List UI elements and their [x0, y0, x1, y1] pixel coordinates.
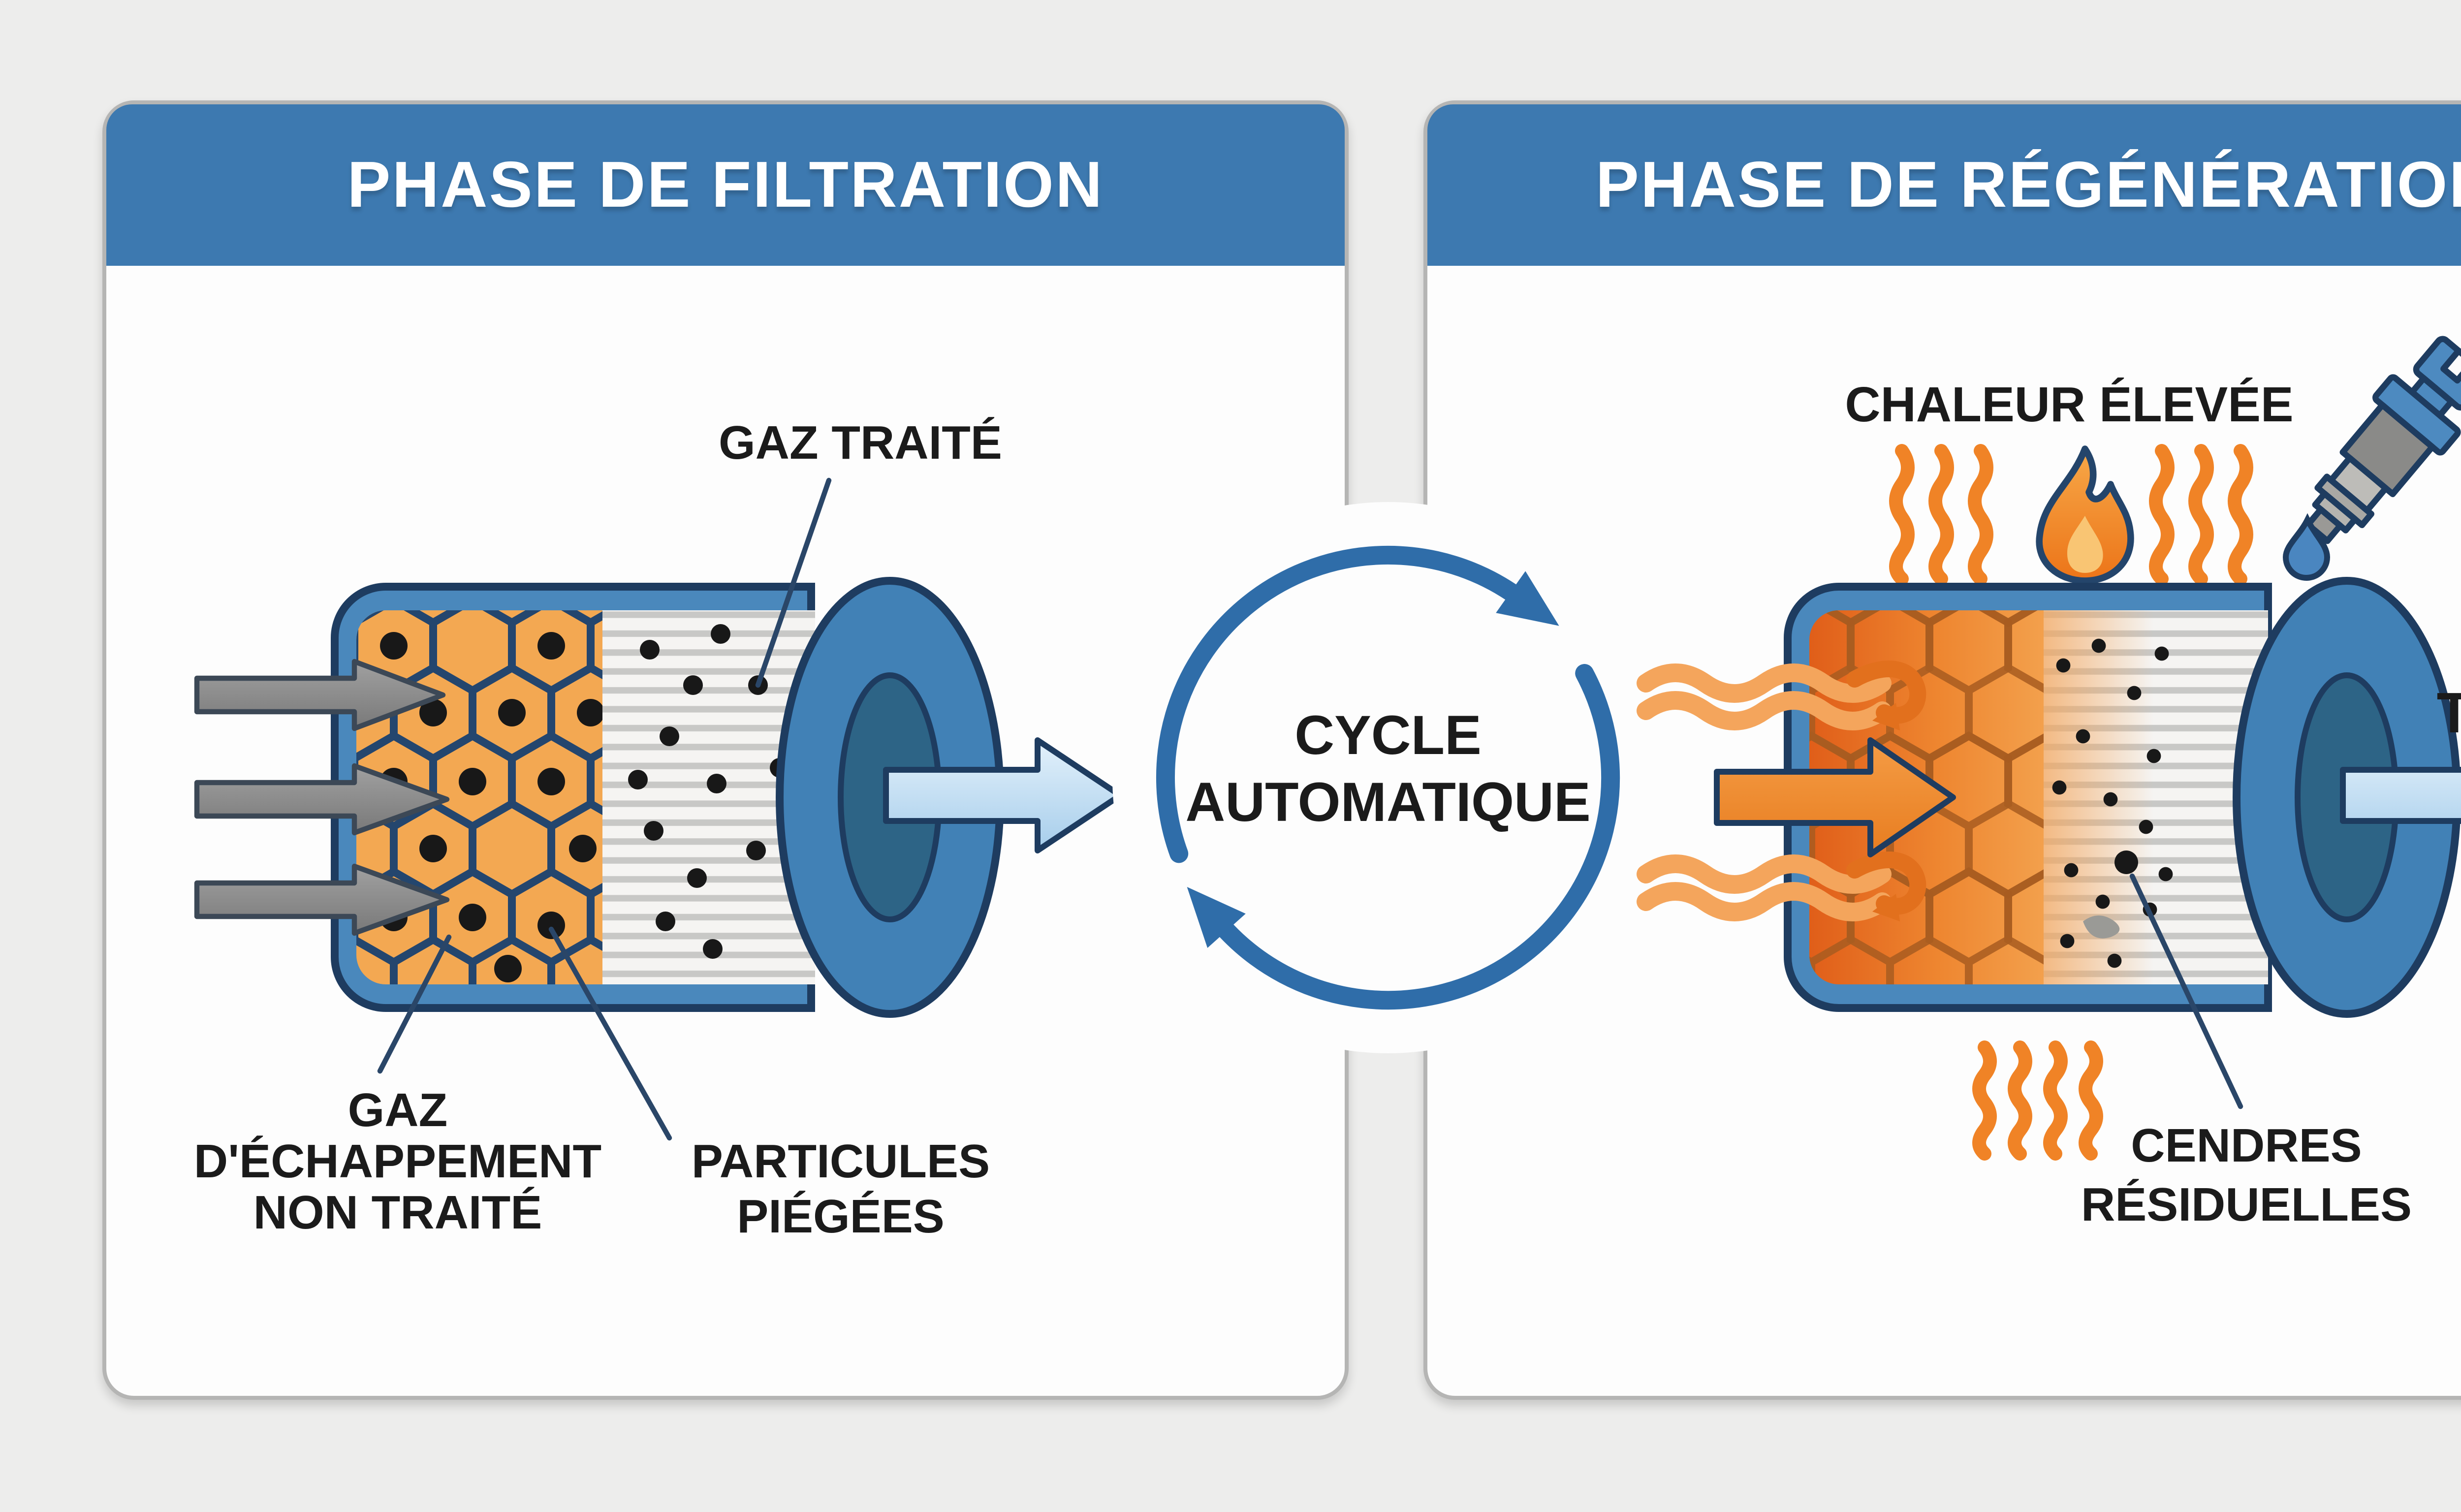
fuel-injector-icon: [2304, 336, 2461, 544]
cycle-background: [1112, 502, 1664, 1053]
filtration-header: PHASE DE FILTRATION: [106, 104, 1345, 266]
untreated-gas-pointer: [377, 934, 452, 1074]
heat-waves-under-filter: [1972, 1040, 2103, 1161]
exhaust-in-arrows: [194, 659, 450, 936]
treated-gas-out-arrow: [2340, 767, 2461, 824]
fuel-droplet-icon: [2282, 513, 2331, 581]
flame-icon: [2036, 445, 2134, 584]
callout-lines-left: [377, 477, 832, 1141]
hot-gas-wave-bottom: [1637, 851, 1926, 921]
trapped-particles-label: PARTICULES PIÉGÉES: [691, 1136, 990, 1244]
residual-ash-label: CENDRES RÉSIDUELLES: [2081, 1120, 2412, 1232]
heat-waves-icon: [1889, 444, 2253, 586]
residual-ash-pointer: [2129, 873, 2243, 1109]
circular-arrows-icon: [1156, 545, 1620, 1010]
exhaust-arrow-1: [194, 659, 446, 731]
high-heat-label: CHALEUR ÉLEVÉE: [1845, 378, 2294, 433]
hot-gas-in-arrow: [1714, 737, 1956, 857]
treated-gas-pointer: [755, 477, 832, 688]
automatic-cycle: [1112, 502, 1664, 1053]
automatic-cycle-label: CYCLE AUTOMATIQUE: [1185, 705, 1591, 833]
dpf-cutaway-regeneration: [1637, 577, 2461, 1161]
treated-gas-label-left: GAZ TRAITÉ: [719, 417, 1002, 471]
filtration-title: PHASE DE FILTRATION: [347, 148, 1104, 220]
regeneration-title: PHASE DE RÉGÉNÉRATION: [1595, 148, 2461, 220]
exhaust-arrow-2: [194, 763, 450, 836]
ash-highlight-dot: [2114, 850, 2138, 874]
residual-ash-dots: [2052, 638, 2173, 968]
dpf-cutaway-filtration: [194, 477, 1123, 1141]
exhaust-arrow-3: [194, 863, 450, 936]
hot-gas-wave-top: [1637, 661, 1926, 730]
trapped-soot-dots: [380, 632, 604, 982]
treated-gas-out-arrow: [883, 737, 1123, 853]
untreated-exhaust-label: GAZ D'ÉCHAPPEMENT NON TRAITÉ: [193, 1085, 602, 1240]
treated-gas-label-right: GAZ TRAITÉ: [2437, 618, 2461, 748]
trapped-particles-pointer: [548, 926, 672, 1141]
regeneration-header: PHASE DE RÉGÉNÉRATION: [1427, 104, 2461, 266]
regeneration-icons: [1889, 336, 2461, 586]
